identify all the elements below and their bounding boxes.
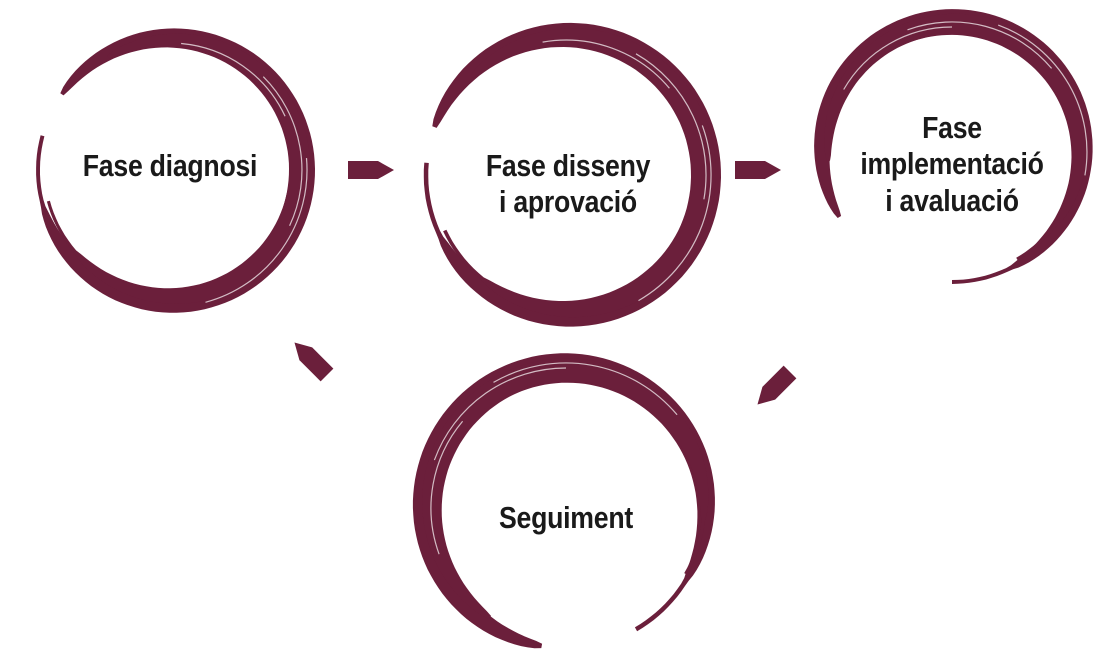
phase-diagnosi-line-1: Fase diagnosi [82, 148, 258, 183]
phase-implementacio-line-1: Fase [922, 110, 982, 145]
phase-seguiment-label: Seguiment [454, 500, 678, 536]
ring-diagnosi-texture-streak [205, 158, 308, 303]
phase-disseny-line-1: Fase disseny [485, 148, 651, 183]
ring-diagnosi [36, 28, 315, 313]
arrow-down-left-icon [757, 365, 797, 405]
arrow-right-icon [735, 161, 781, 179]
ring-seguiment [412, 353, 715, 649]
phase-disseny-label: Fase disseny i aprovació [456, 148, 680, 221]
arrow-up-left-icon [294, 342, 334, 382]
ring-implementacio-texture-streak [843, 26, 953, 90]
ring-implementacio-texture-streak [907, 21, 1053, 69]
ring-implementacio-texture-streak [997, 24, 1088, 176]
ring-diagnosi-texture-streak [181, 42, 286, 117]
ring-disseny-texture-streak [638, 125, 712, 302]
phase-implementacio-label: Fase implementació i avaluació [840, 110, 1064, 219]
ring-disseny-texture-streak [635, 53, 707, 200]
phase-implementacio-line-3: i avaluació [885, 182, 1019, 218]
phase-seguiment-line-1: Seguiment [499, 500, 633, 535]
ring-seguiment-texture-streak [493, 362, 678, 416]
ring-disseny [423, 22, 721, 327]
phase-implementacio-line-2: implementació [860, 146, 1044, 182]
ring-diagnosi-texture-streak [262, 76, 303, 227]
ring-seguiment-texture-streak [433, 367, 567, 461]
ring-seguiment-texture-streak [430, 420, 464, 555]
ring-implementacio [814, 9, 1093, 284]
arrow-right-icon [348, 161, 394, 179]
ring-disseny-texture-streak [542, 39, 670, 89]
phase-diagnosi-label: Fase diagnosi [58, 148, 282, 184]
phase-disseny-line-2: i aprovació [499, 184, 637, 220]
